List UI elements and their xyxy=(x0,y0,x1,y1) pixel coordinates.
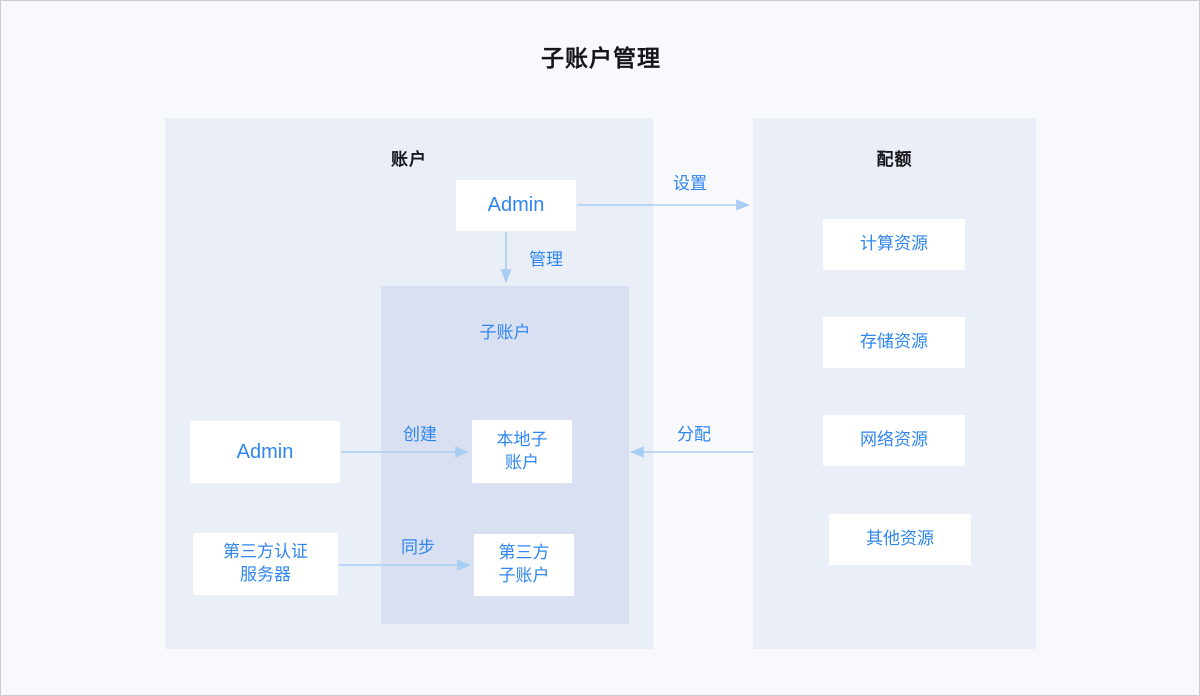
quota-panel: 配额 xyxy=(753,118,1036,649)
subaccount-panel-title: 子账户 xyxy=(479,323,531,342)
quota-panel-title: 配额 xyxy=(876,150,913,169)
edge-label-sync: 同步 xyxy=(401,538,435,557)
edge-label-assign: 分配 xyxy=(677,425,711,444)
accounts-panel-title: 账户 xyxy=(391,150,427,169)
quota-item-other[interactable]: 其他资源 xyxy=(829,514,971,565)
edge-label-create: 创建 xyxy=(403,425,437,444)
node-third-party-subaccount[interactable]: 第三方子账户 xyxy=(474,534,574,596)
node-third-party-auth-server[interactable]: 第三方认证服务器 xyxy=(193,533,338,595)
quota-item-network[interactable]: 网络资源 xyxy=(823,415,965,466)
node-admin-left[interactable]: Admin xyxy=(190,421,340,483)
edge-label-setup: 设置 xyxy=(673,174,707,193)
quota-item-storage[interactable]: 存储资源 xyxy=(823,317,965,368)
node-admin-top[interactable]: Admin xyxy=(456,180,576,231)
node-local-subaccount[interactable]: 本地子账户 xyxy=(472,420,572,483)
edge-label-manage: 管理 xyxy=(529,250,563,269)
page-title: 子账户管理 xyxy=(541,45,661,71)
quota-item-compute[interactable]: 计算资源 xyxy=(823,219,965,270)
